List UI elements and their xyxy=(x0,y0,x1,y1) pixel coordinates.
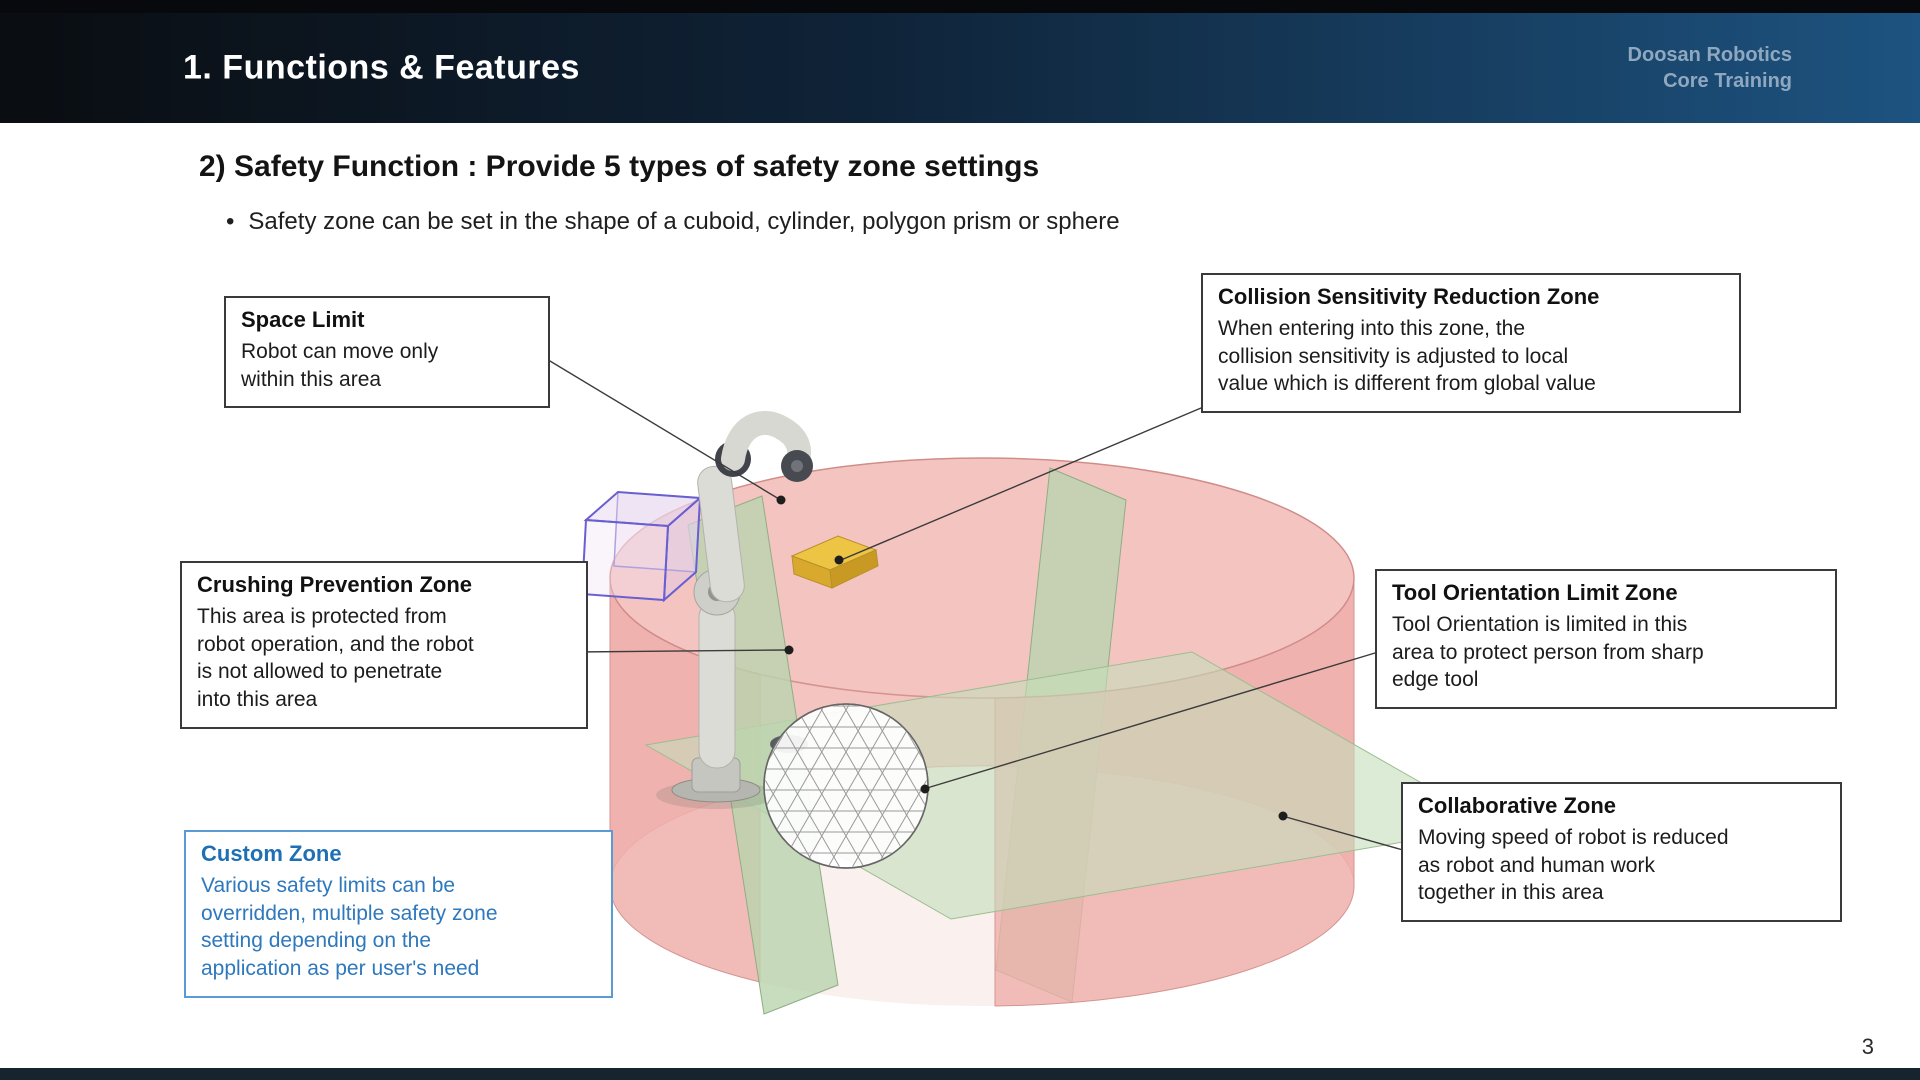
tool-wedge xyxy=(790,535,879,589)
crushing-prevention-cube xyxy=(580,490,703,603)
leader-lines xyxy=(539,354,1411,853)
callout-collaborative: Collaborative Zone Moving speed of robot… xyxy=(1401,782,1842,923)
callout-title: Crushing Prevention Zone xyxy=(197,572,473,597)
callout-body: When entering into this zone, the collis… xyxy=(1218,317,1596,396)
pointer-dot-collaborative xyxy=(1278,811,1288,821)
page-number: 3 xyxy=(1861,1034,1874,1059)
callout-tool-orientation: Tool Orientation Limit Zone Tool Orienta… xyxy=(1375,569,1837,710)
leader-line-collision xyxy=(840,399,1221,561)
callout-body: Various safety limits can be overridden,… xyxy=(201,874,498,981)
bullet-line: • Safety zone can be set in the shape of… xyxy=(226,208,1120,236)
callout-body: Moving speed of robot is reduced as robo… xyxy=(1418,826,1729,905)
pointer-dots xyxy=(776,495,1288,821)
callout-body: Robot can move only within this area xyxy=(241,340,439,391)
pointer-dot-tool xyxy=(920,784,930,794)
leader-line-crushing xyxy=(574,649,786,653)
callout-title: Collaborative Zone xyxy=(1418,793,1617,818)
robot-arm xyxy=(656,411,813,809)
callout-title: Custom Zone xyxy=(201,841,342,866)
bottom-strip xyxy=(0,1068,1920,1080)
leader-line-collaborative xyxy=(1285,816,1411,853)
brand-line-2: Core Training xyxy=(1663,70,1792,92)
sphere-zone xyxy=(763,703,929,869)
slide-header: 1. Functions & Features Doosan Robotics … xyxy=(0,13,1920,123)
callout-crushing-prevention: Crushing Prevention Zone This area is pr… xyxy=(180,561,588,729)
callout-body: This area is protected from robot operat… xyxy=(197,605,474,712)
brand-text: Doosan Robotics Core Training xyxy=(1628,42,1792,94)
leader-line-tool xyxy=(926,649,1386,789)
page-title: 1. Functions & Features xyxy=(183,48,580,87)
brand-line-1: Doosan Robotics xyxy=(1627,44,1792,66)
callout-title: Collision Sensitivity Reduction Zone xyxy=(1218,284,1600,309)
callout-title: Tool Orientation Limit Zone xyxy=(1392,580,1678,605)
top-strip xyxy=(0,0,1920,13)
leader-line-space-limit xyxy=(539,354,780,500)
bullet-marker: • xyxy=(226,208,235,235)
bullet-text: Safety zone can be set in the shape of a… xyxy=(248,208,1120,235)
callout-custom-zone: Custom Zone Various safety limits can be… xyxy=(184,830,613,998)
pointer-dot-collision xyxy=(834,555,844,565)
pointer-dot-space-limit xyxy=(776,495,786,505)
callout-body: Tool Orientation is limited in this area… xyxy=(1392,613,1704,692)
callout-title: Space Limit xyxy=(241,307,365,332)
pointer-dot-crushing xyxy=(784,645,794,655)
section-heading: 2) Safety Function : Provide 5 types of … xyxy=(199,150,1040,183)
callout-space-limit: Space Limit Robot can move only within t… xyxy=(224,296,550,409)
callout-collision-sensitivity: Collision Sensitivity Reduction Zone Whe… xyxy=(1201,273,1741,414)
